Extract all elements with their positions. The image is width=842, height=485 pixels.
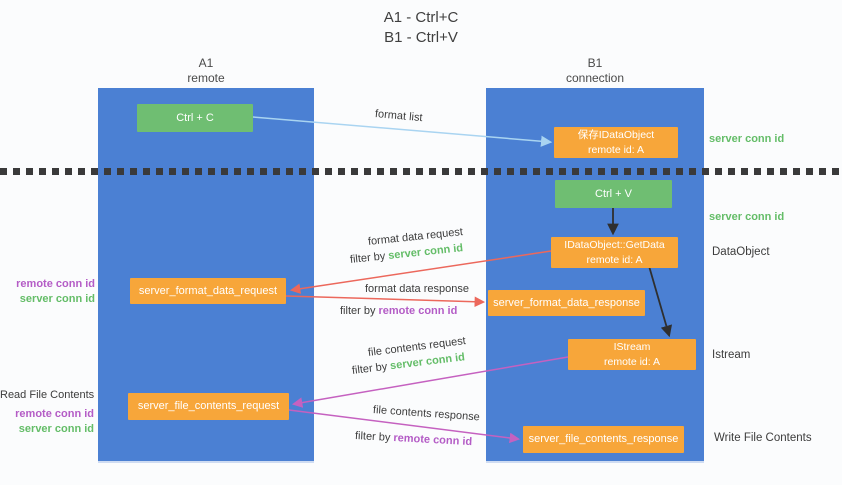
left-file-labels: Read File Contents remote conn id server… <box>0 388 94 437</box>
istream-line2: remote id: A <box>603 355 661 368</box>
column-a-name: remote <box>187 71 225 85</box>
read-file-contents-label: Read File Contents <box>0 389 95 401</box>
left-format-remote-conn-id: remote conn id <box>16 278 95 290</box>
format-data-response-label: format data response <box>365 283 469 295</box>
left-format-server-conn-id: server conn id <box>19 292 95 305</box>
column-a-id: A1 <box>198 56 214 70</box>
format-list-arrow <box>252 116 553 147</box>
title-line-1: A1 - Ctrl+C <box>383 9 459 26</box>
left-file-remote-conn-id: remote conn id <box>15 407 94 420</box>
column-b-header: B1 connection <box>486 56 704 86</box>
left-file-server-conn-id: server conn id <box>18 422 94 435</box>
file-contents-request-arrow <box>291 356 569 408</box>
column-b-name: connection <box>565 71 625 85</box>
server-conn-id-label-top: server conn id <box>709 133 785 145</box>
save-idataobject-box: 保存IDataObject remote id: A <box>554 127 678 158</box>
save-idataobject-line1: 保存IDataObject <box>577 129 655 142</box>
server-format-data-request-box: server_format_data_request <box>130 278 286 304</box>
write-file-contents-label: Write File Contents <box>714 432 812 444</box>
server-format-data-response-box: server_format_data_response <box>488 290 645 316</box>
getdata-line1: IDataObject::GetData <box>564 239 665 252</box>
ctrl-v-box: Ctrl + V <box>555 180 672 208</box>
left-format-conn-ids: remote conn id server conn id <box>9 277 95 307</box>
istream-box: IStream remote id: A <box>568 339 696 370</box>
getdata-to-istream-arrow <box>648 265 673 338</box>
getdata-box: IDataObject::GetData remote id: A <box>551 237 678 268</box>
istream-line1: IStream <box>613 341 651 354</box>
save-idataobject-line2: remote id: A <box>587 143 645 156</box>
filter-remote-conn-id: remote conn id <box>378 305 458 317</box>
format-data-response-arrow <box>285 295 486 307</box>
column-a-header: A1 remote <box>98 56 314 86</box>
server-file-contents-request-box: server_file_contents_request <box>128 393 289 420</box>
column-b-id: B1 <box>587 56 603 70</box>
getdata-line2: remote id: A <box>586 253 643 266</box>
ctrl-c-box: Ctrl + C <box>137 104 253 132</box>
filter-by-prefix: filter by <box>354 430 391 444</box>
file-contents-response-arrow <box>288 409 521 444</box>
filter-by-prefix: filter by <box>340 305 376 317</box>
format-data-request-arrow <box>289 250 552 294</box>
dataobject-label: DataObject <box>712 246 770 258</box>
server-file-contents-response-box: server_file_contents_response <box>523 426 684 453</box>
dotted-separator <box>0 168 842 175</box>
istream-side-label: Istream <box>712 349 751 361</box>
server-conn-id-label-mid: server conn id <box>709 211 785 223</box>
title-line-2: B1 - Ctrl+V <box>384 29 458 47</box>
diagram-title: A1 - Ctrl+C B1 - Ctrl+V <box>0 8 842 49</box>
